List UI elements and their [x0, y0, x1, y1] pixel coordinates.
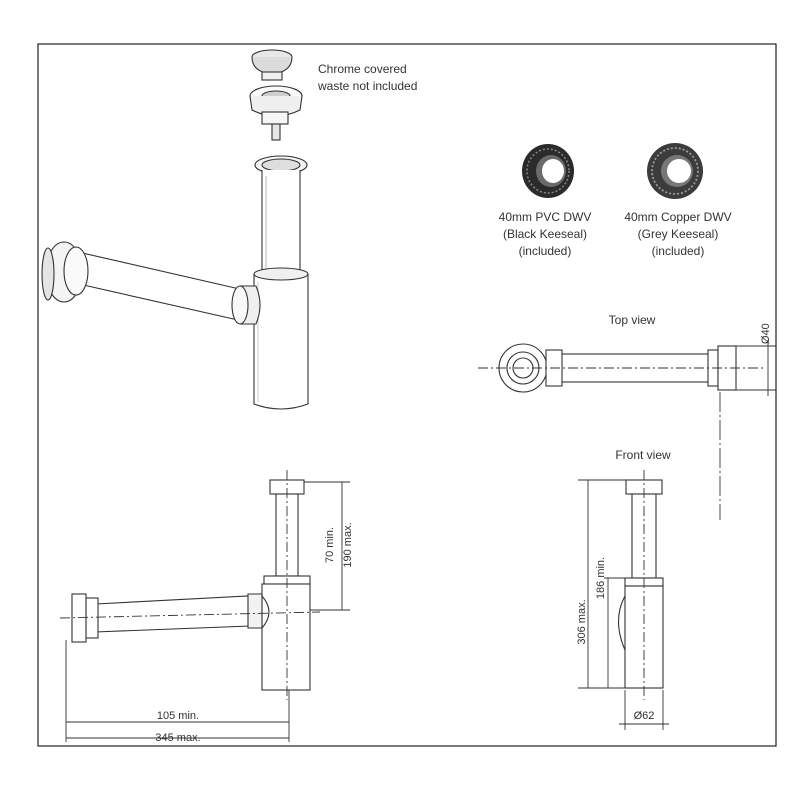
side-view-drawing — [59, 470, 321, 700]
dimension-outlet-diameter: Ø40 — [760, 323, 772, 344]
copper-seal-label-2: (Grey Keeseal) — [638, 227, 719, 241]
copper-seal-icon — [647, 143, 703, 199]
dimension-reach-max: 345 max. — [155, 732, 200, 744]
top-view-title: Top view — [609, 313, 656, 327]
pvc-seal-label-3: (included) — [519, 244, 572, 258]
waste-note-line-2: waste not included — [317, 79, 417, 93]
waste-note-line-1: Chrome covered — [318, 62, 407, 76]
dimension-rise-max: 190 max. — [342, 522, 354, 567]
dimension-reach-min: 105 min. — [157, 710, 199, 722]
drawing-border — [37, 43, 777, 747]
bottle-trap-3d-illustration — [41, 155, 309, 410]
dimension-rise-min: 70 min. — [324, 527, 336, 563]
copper-seal-label-3: (included) — [652, 244, 705, 258]
front-view-drawing — [617, 470, 664, 700]
side-view-dimensions — [65, 481, 350, 742]
top-view-drawing — [478, 343, 765, 393]
pvc-seal-label-2: (Black Keeseal) — [503, 227, 587, 241]
front-view-dimensions — [578, 479, 669, 730]
dimension-height-min: 186 min. — [595, 557, 607, 599]
copper-seal-label-1: 40mm Copper DWV — [624, 210, 731, 224]
waste-plug-illustration — [249, 49, 303, 141]
dimension-height-max: 306 max. — [576, 599, 588, 644]
front-view-title: Front view — [615, 448, 671, 462]
top-view-dimension-d40 — [719, 340, 776, 520]
pvc-seal-icon — [522, 144, 574, 198]
dimension-body-diameter: Ø62 — [634, 710, 655, 722]
pvc-seal-label-1: 40mm PVC DWV — [499, 210, 592, 224]
